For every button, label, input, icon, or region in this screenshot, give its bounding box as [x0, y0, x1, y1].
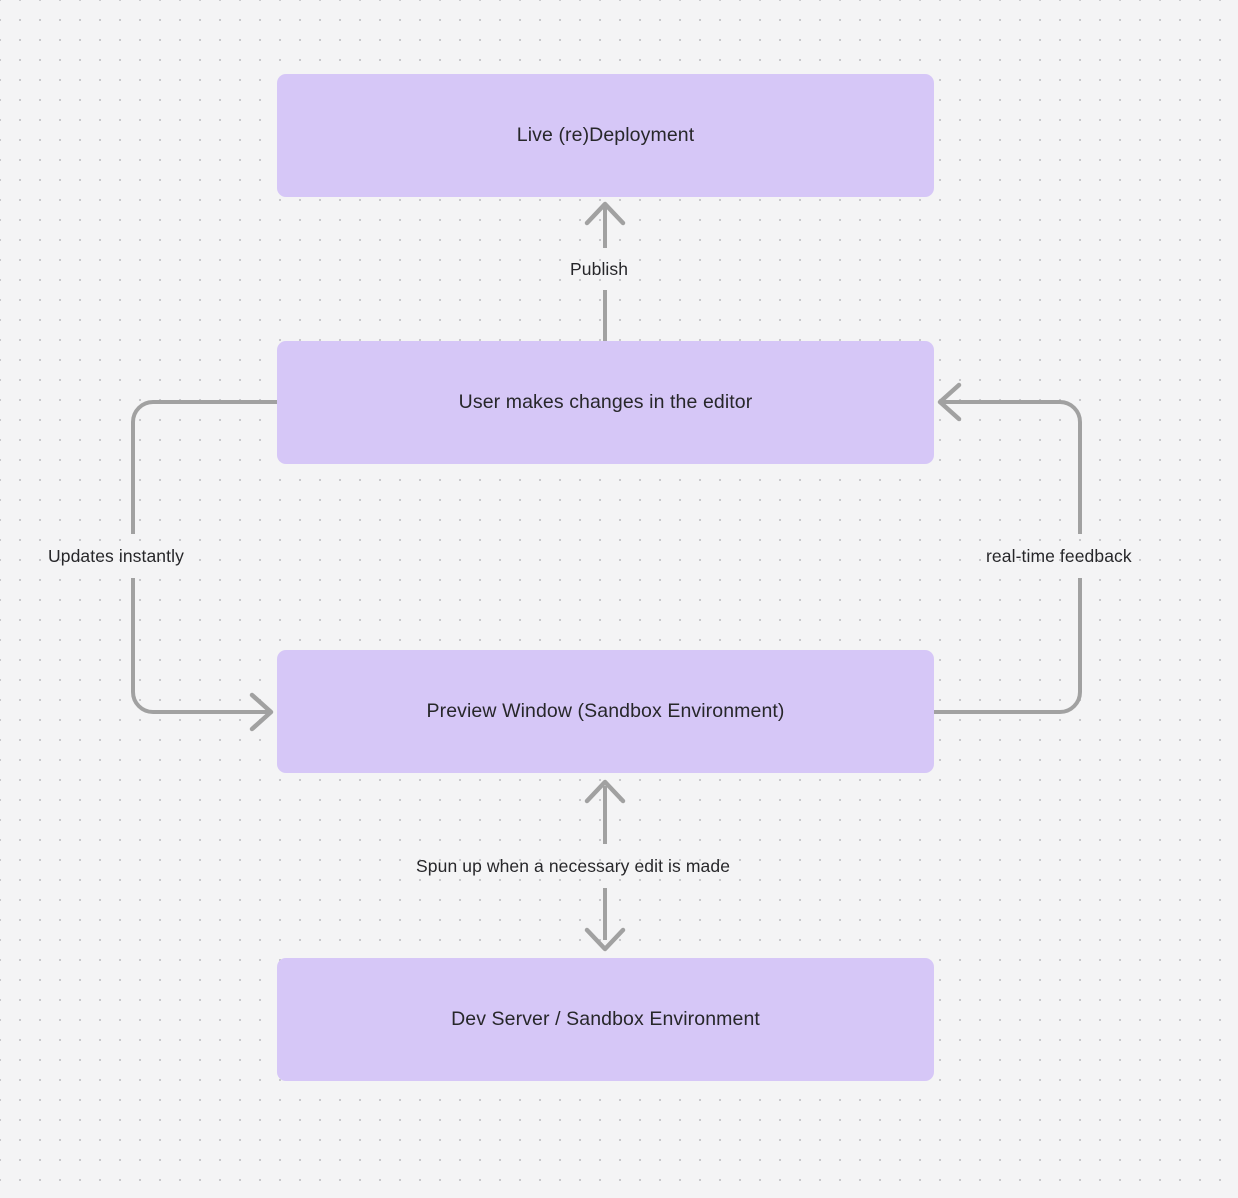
edge-updates-line-lower: [131, 578, 268, 714]
node-preview-window-label: Preview Window (Sandbox Environment): [426, 700, 785, 723]
edge-label-realtime-feedback: real-time feedback: [986, 546, 1132, 566]
edge-realtime-line-upper: [943, 400, 1082, 534]
edge-label-publish: Publish: [570, 259, 629, 279]
node-dev-server[interactable]: Dev Server / Sandbox Environment: [277, 958, 934, 1081]
edge-label-updates-instantly: Updates instantly: [48, 546, 184, 566]
node-live-redeployment[interactable]: Live (re)Deployment: [277, 74, 934, 197]
node-user-makes-changes[interactable]: User makes changes in the editor: [277, 341, 934, 464]
node-live-redeployment-label: Live (re)Deployment: [516, 124, 695, 147]
node-preview-window[interactable]: Preview Window (Sandbox Environment): [277, 650, 934, 773]
edge-updates-arrowhead: [249, 692, 274, 732]
node-dev-server-label: Dev Server / Sandbox Environment: [451, 1008, 760, 1031]
edge-updates-line-upper: [131, 400, 277, 534]
edge-publish-arrowhead: [584, 201, 626, 226]
edge-spunup-arrowhead-down: [584, 927, 626, 952]
edge-label-spun-up: Spun up when a necessary edit is made: [416, 856, 731, 876]
node-user-makes-changes-label: User makes changes in the editor: [458, 391, 753, 414]
edge-realtime-line-lower: [934, 578, 1082, 714]
edge-spunup-arrowhead-up: [584, 779, 626, 804]
edge-realtime-arrowhead: [937, 382, 962, 422]
